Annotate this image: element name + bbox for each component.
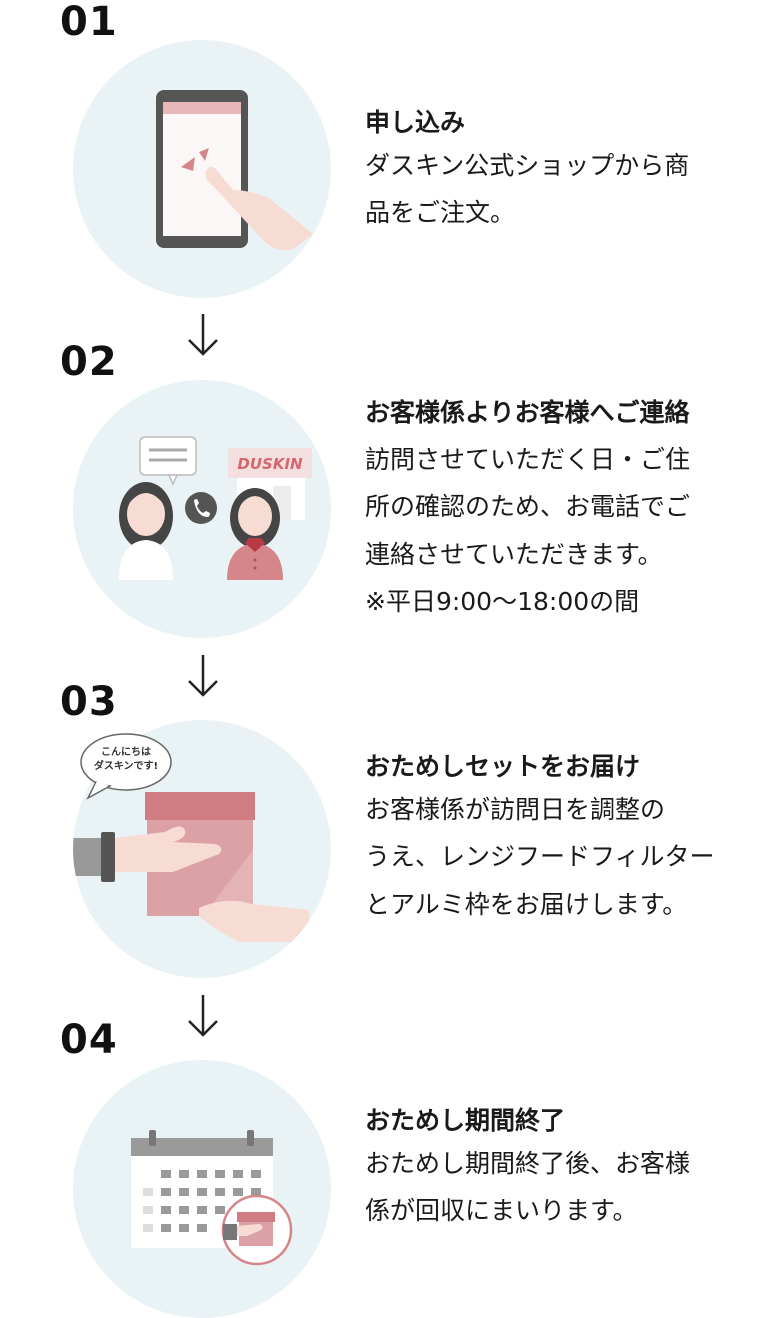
calendar-pickup-icon bbox=[131, 1130, 293, 1266]
phone-call-icon bbox=[185, 492, 217, 524]
step-title: おためしセットをお届け bbox=[365, 752, 641, 781]
step-number: 01 bbox=[60, 0, 118, 45]
step-number: 02 bbox=[60, 339, 118, 385]
greeting-text: こんにちは ダスキンです! bbox=[93, 747, 159, 772]
arrow-down-icon bbox=[188, 314, 218, 356]
step-number: 03 bbox=[60, 679, 118, 725]
greeting-bubble: こんにちは ダスキンです! bbox=[78, 732, 174, 800]
step-description: 訪問させていただく日・ご住 所の確認のため、お電話でご 連絡させていただきます。… bbox=[365, 444, 691, 617]
step-title: 申し込み bbox=[365, 108, 466, 137]
svg-text:DUSKIN: DUSKIN bbox=[237, 455, 303, 473]
step-description: お客様係が訪問日を調整の うえ、レンジフードフィルター とアルミ枠をお届けします… bbox=[365, 794, 715, 919]
step-illustration bbox=[73, 40, 331, 298]
step-number: 04 bbox=[60, 1017, 118, 1063]
speech-bubble-icon bbox=[139, 436, 197, 486]
arrow-down-icon bbox=[188, 655, 218, 697]
arrow-down-icon bbox=[188, 995, 218, 1037]
smartphone-tap-icon bbox=[156, 90, 313, 251]
step-description: おためし期間終了後、お客様 係が回収にまいります。 bbox=[365, 1148, 691, 1226]
step-title: お客様係よりお客様へご連絡 bbox=[365, 398, 690, 427]
step-title: おためし期間終了 bbox=[365, 1106, 566, 1135]
package-delivery-icon bbox=[73, 792, 309, 942]
step-illustration bbox=[73, 1060, 331, 1318]
step-illustration: DUSKIN bbox=[73, 380, 331, 638]
staff-avatar bbox=[227, 488, 283, 580]
step-description: ダスキン公式ショップから商 品をご注文。 bbox=[365, 150, 690, 228]
customer-avatar bbox=[119, 482, 173, 580]
